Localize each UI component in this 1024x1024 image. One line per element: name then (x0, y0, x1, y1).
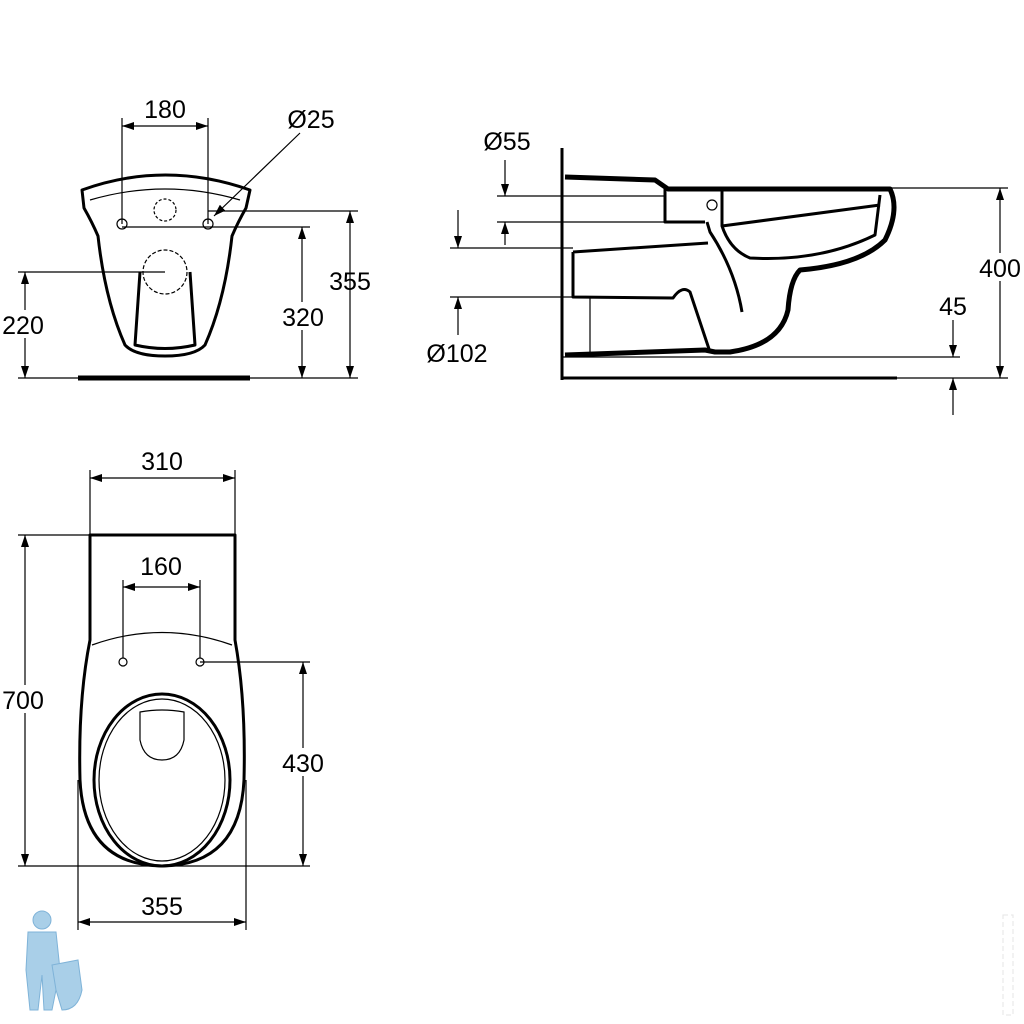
dim-700: 700 (2, 687, 44, 715)
dim-355-top: 355 (141, 893, 183, 921)
dim-320: 320 (282, 304, 324, 332)
top-view: 310 160 700 430 355 (0, 448, 328, 930)
front-view: 180 Ø25 355 320 220 (0, 96, 371, 381)
dim-430: 430 (282, 750, 324, 778)
watermark (1002, 914, 1014, 1016)
dim-355-front: 355 (329, 268, 371, 296)
dim-160: 160 (140, 553, 182, 581)
dim-d102: Ø102 (426, 340, 487, 368)
dim-310: 310 (141, 448, 183, 476)
dim-d25: Ø25 (287, 106, 334, 134)
dim-180: 180 (144, 96, 186, 124)
dim-45: 45 (939, 293, 967, 321)
dim-220: 220 (2, 312, 44, 340)
plumber-logo-icon (25, 910, 83, 1011)
dim-400: 400 (979, 255, 1021, 283)
dim-d55: Ø55 (483, 128, 530, 156)
side-view: 400 45 Ø55 Ø102 (426, 128, 1024, 415)
